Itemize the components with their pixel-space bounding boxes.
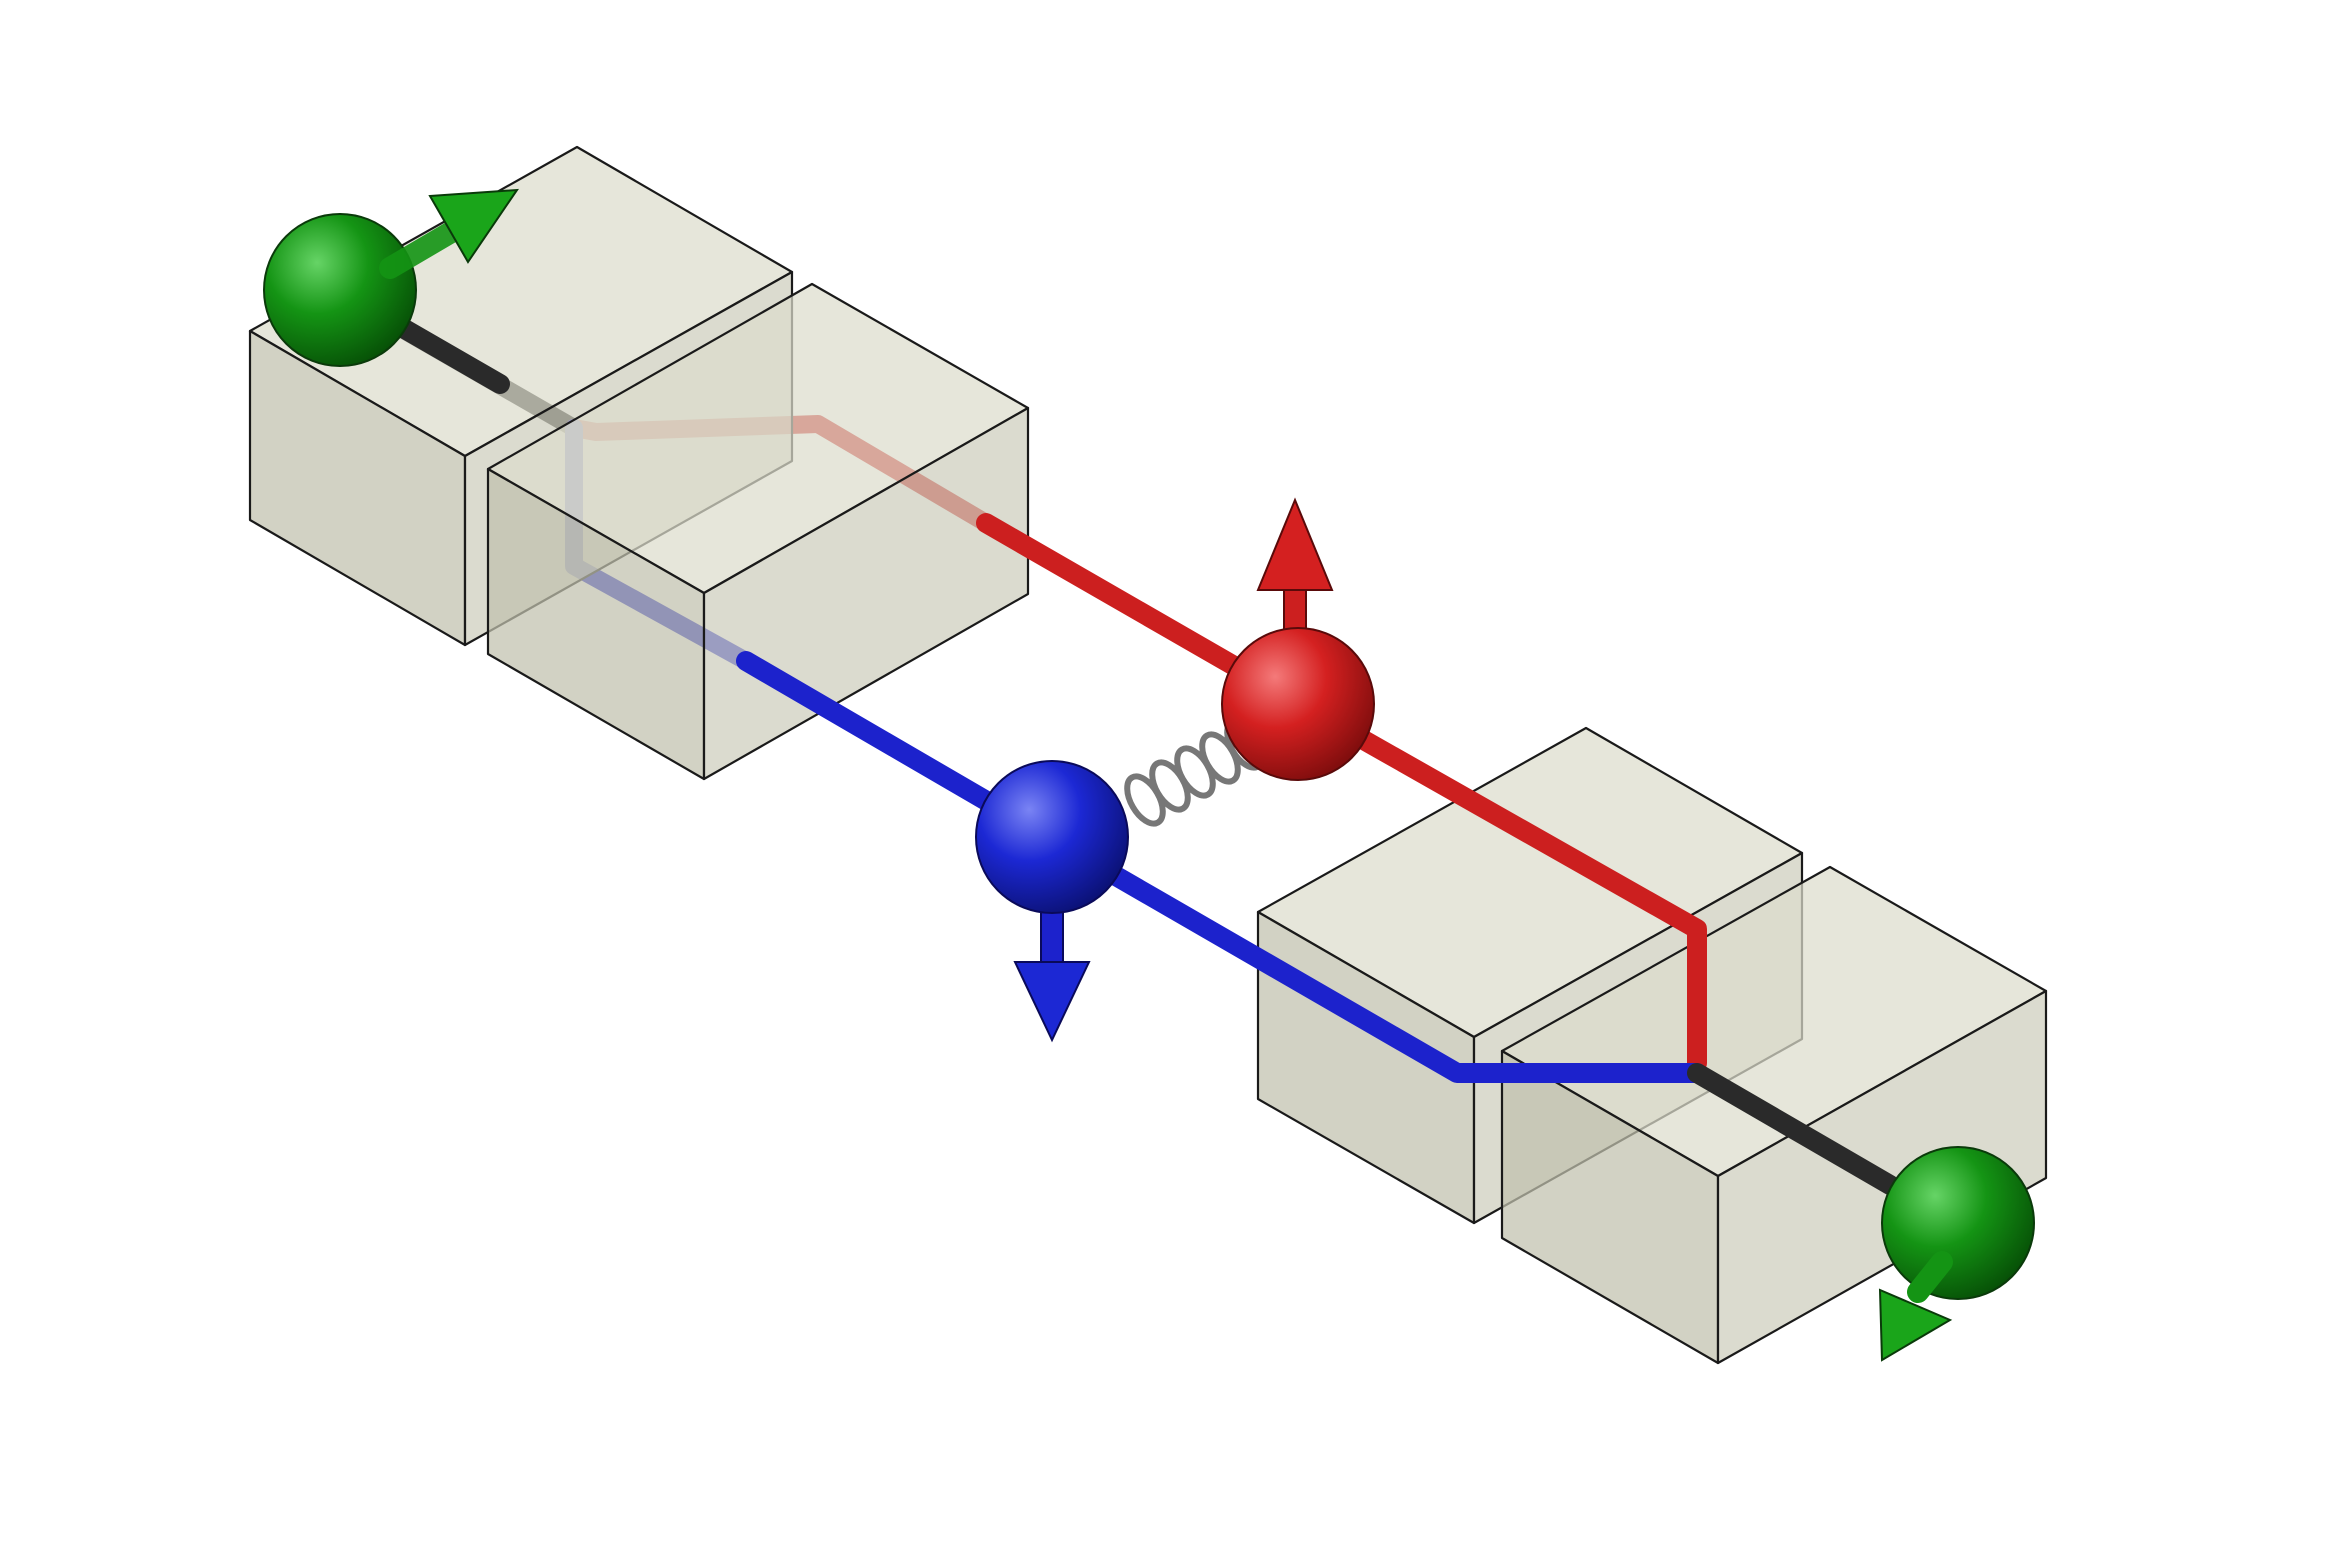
outer-arrow-right	[1878, 1288, 1953, 1362]
blue-arrow-down	[1013, 961, 1091, 1043]
lower-path-right	[1035, 825, 1707, 1083]
upper-path-right	[1292, 695, 1707, 1073]
particle-upper	[1221, 627, 1375, 781]
red-arrow-up	[1256, 497, 1334, 591]
green-sphere-with-arrow-icon	[263, 188, 519, 367]
red-sphere-with-up-arrow-icon	[1221, 497, 1375, 781]
particle-lower	[975, 760, 1129, 914]
outer-arrow-left	[428, 188, 519, 264]
blue-sphere-with-down-arrow-icon	[975, 760, 1129, 1043]
outer-particle-right	[1881, 1146, 2035, 1300]
shared-path-right	[1687, 1063, 1900, 1195]
outer-particle-left	[263, 213, 417, 367]
shared-path-left-stub	[386, 314, 510, 394]
front-path-segments	[386, 314, 1900, 1195]
green-sphere-with-arrow-icon	[1878, 1146, 2035, 1362]
